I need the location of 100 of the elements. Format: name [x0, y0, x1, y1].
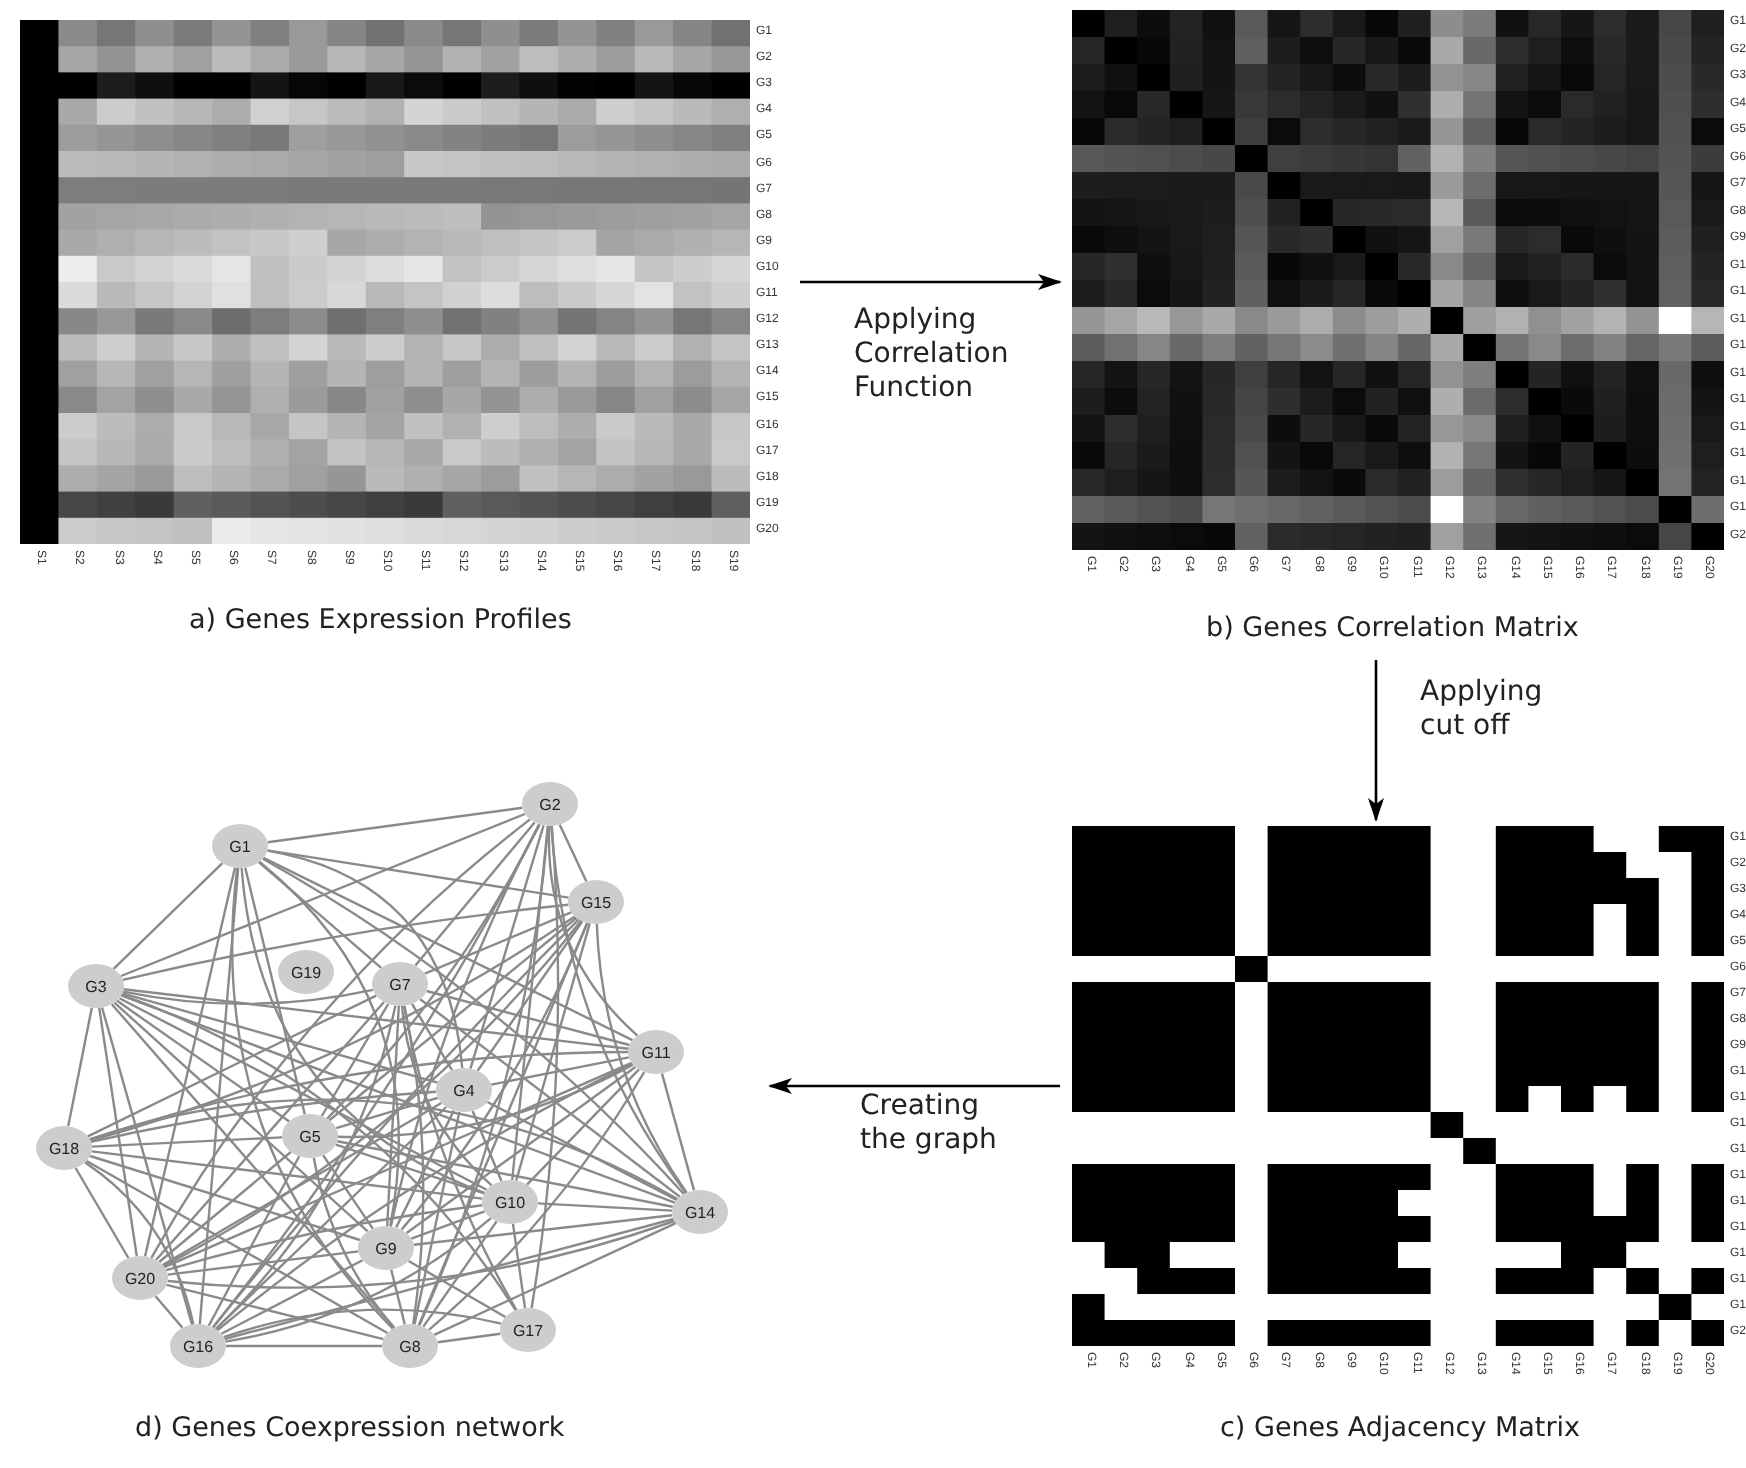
network-edge	[263, 856, 633, 1042]
network-edge	[338, 1063, 634, 1139]
gene-node: G8	[382, 1324, 438, 1368]
gene-node: G9	[358, 1226, 414, 1270]
network-edge	[335, 1143, 485, 1195]
network-edge	[511, 1223, 527, 1309]
network-edge	[113, 1001, 369, 1233]
gene-node: G1	[212, 824, 268, 868]
network-edge	[225, 1217, 492, 1343]
network-edge	[469, 825, 545, 1069]
network-edge	[405, 1066, 637, 1234]
network-edge	[90, 915, 576, 1142]
network-edge	[231, 867, 394, 1330]
network-edge	[511, 825, 549, 1181]
network-edge	[419, 998, 681, 1198]
gene-node: G10	[482, 1180, 538, 1224]
network-edge	[120, 812, 526, 978]
panel-caption: d) Genes Coexpression network	[135, 1412, 565, 1444]
network-edge	[240, 867, 486, 1194]
network-edge	[167, 1250, 359, 1276]
network-edge	[558, 824, 588, 882]
network-edge	[413, 1111, 461, 1325]
network-edge	[166, 1283, 384, 1341]
network-edge	[212, 918, 580, 1329]
network-edge	[123, 988, 629, 1050]
network-edge	[403, 1005, 425, 1325]
network-edge	[223, 1308, 502, 1339]
panel-caption: b) Genes Correlation Matrix	[1206, 612, 1579, 644]
network-edge	[220, 1259, 364, 1335]
network-edge	[216, 1062, 633, 1332]
network-edge	[226, 1344, 382, 1348]
network-edge	[100, 1007, 194, 1325]
network-edge	[258, 860, 400, 1227]
network-edge	[89, 1154, 361, 1242]
gene-node: G7	[372, 962, 428, 1006]
correlation-matrix-drawing	[1072, 10, 1724, 550]
network-edge	[158, 1151, 292, 1263]
gene-node: G17	[500, 1308, 556, 1352]
network-edge	[122, 903, 569, 981]
network-edge	[165, 1204, 483, 1272]
network-edge	[490, 1056, 630, 1086]
network-edge	[155, 1001, 385, 1261]
network-edge	[526, 1068, 640, 1186]
arrow	[1368, 660, 1384, 822]
network-edge	[400, 922, 589, 1231]
network-edge	[67, 1007, 93, 1127]
network-edge	[120, 994, 676, 1204]
network-edge	[89, 1098, 678, 1201]
network-edge	[211, 823, 541, 1329]
gene-node: G14	[672, 1190, 728, 1234]
network-edge	[207, 1155, 301, 1327]
network-edge	[476, 920, 584, 1072]
network-edge	[244, 867, 306, 1115]
network-edge	[386, 1005, 400, 1227]
network-edge	[162, 919, 583, 1268]
network-edge	[424, 911, 572, 975]
arrow	[800, 274, 1062, 290]
network-edge	[410, 1003, 454, 1071]
network-edge	[322, 1154, 374, 1230]
network-edge	[91, 1136, 283, 1148]
network-edge	[84, 1161, 195, 1325]
network-edge	[143, 867, 237, 1257]
network-edge	[550, 825, 687, 1194]
network-edge	[411, 1210, 485, 1240]
network-edge	[595, 923, 688, 1194]
network-edge	[537, 1202, 673, 1212]
network-edge	[395, 1110, 455, 1228]
network-edge	[471, 1110, 503, 1182]
network-edge	[112, 862, 224, 970]
network-edge	[414, 821, 536, 967]
network-edge	[86, 1159, 388, 1335]
network-edge	[267, 806, 523, 844]
network-edge	[214, 1005, 397, 1330]
network-edge	[122, 992, 438, 1084]
network-edge	[422, 1220, 498, 1328]
network-edge	[267, 849, 464, 1069]
gene-node: G3	[68, 964, 124, 1008]
network-edge	[660, 1073, 696, 1191]
arrow	[768, 1078, 1060, 1094]
gene-node: G15	[568, 880, 624, 924]
network-edge	[408, 1259, 506, 1319]
network-edge	[328, 916, 578, 1122]
network-edge	[320, 1003, 390, 1117]
gene-node: G4	[436, 1068, 492, 1112]
network-edge	[530, 825, 560, 1309]
network-edge	[162, 1101, 442, 1267]
network-edge	[123, 988, 374, 1006]
gene-node: G11	[628, 1030, 684, 1074]
network-edge	[486, 1100, 678, 1202]
network-edge	[121, 993, 517, 1311]
network-edge	[91, 1150, 483, 1200]
network-edge	[335, 1096, 439, 1130]
network-edge	[402, 1005, 518, 1311]
gene-node: G5	[282, 1114, 338, 1158]
network-edge	[433, 1222, 677, 1336]
network-edge	[428, 1071, 646, 1331]
network-edge	[417, 922, 589, 1326]
network-edge	[87, 994, 377, 1138]
network-edge	[116, 999, 290, 1123]
network-edge	[90, 1090, 437, 1143]
